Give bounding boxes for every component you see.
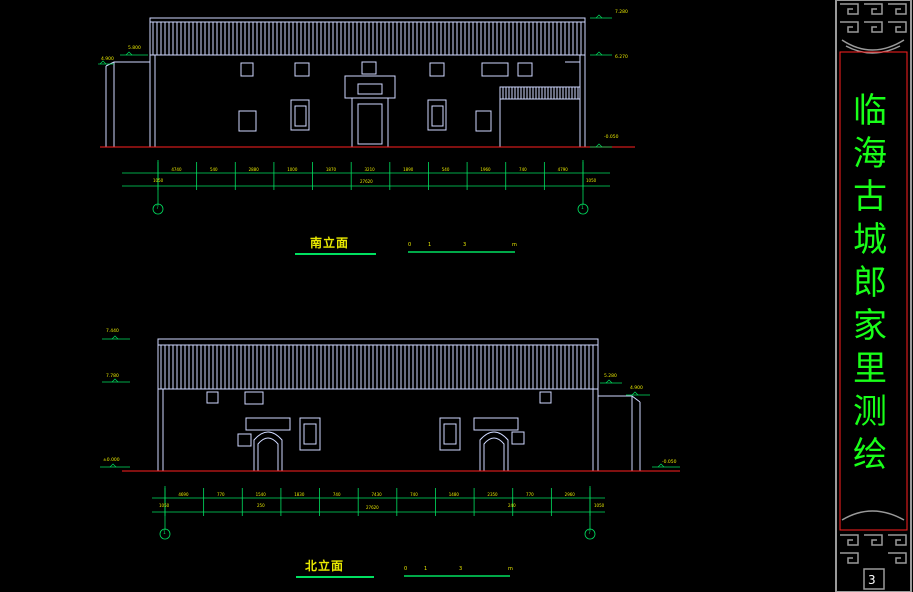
project-title: 临海古城郎家里测绘 (845, 90, 895, 477)
north-level-right-1: 4.900 (630, 386, 643, 391)
dimension-label: 540 (441, 167, 450, 172)
south-scale-label-m: m (512, 242, 517, 248)
south-dim-bottom-0: 1050 (153, 178, 164, 183)
north-scale-label-3: 3 (459, 566, 463, 572)
north-level-left-1: 7.780 (106, 374, 119, 379)
dimension-label: 770 (526, 492, 534, 497)
north-dim-bottom-3: 240 (508, 503, 516, 508)
dimension-label: 4690 (178, 492, 189, 497)
dimension-label: 540 (209, 167, 218, 172)
dimension-label: 4740 (171, 167, 182, 172)
page-number: 3 (868, 573, 876, 587)
dimension-label: 1890 (403, 167, 414, 172)
south-axis-left: 7 (156, 206, 159, 211)
fret-pattern-top (840, 3, 907, 54)
north-axis-right: 7 (588, 531, 591, 536)
dimension-label: 1870 (325, 167, 337, 172)
south-axis-right: 1 (581, 206, 584, 211)
project-title-char: 里 (853, 349, 887, 389)
south-scale-label-1: 1 (428, 242, 432, 248)
dimension-label: 3210 (364, 167, 375, 172)
cad-drawing-canvas (98, 14, 680, 578)
dimension-label: 2960 (564, 492, 575, 497)
dimension-label: 740 (519, 167, 527, 172)
project-title-char: 海 (853, 134, 887, 174)
dimension-label: 4790 (557, 167, 568, 172)
south-elevation-title: 南立面 (310, 236, 350, 250)
dimension-label: 1480 (448, 492, 459, 497)
dimension-label: 2350 (487, 492, 498, 497)
dimension-label: 1960 (480, 167, 491, 172)
dimension-label: 770 (216, 492, 225, 497)
south-level-left-0: 4.900 (101, 57, 114, 62)
south-level-right-0: 7.280 (615, 10, 628, 15)
north-scale-label-1: 1 (424, 566, 428, 572)
north-dimension-lines (152, 486, 605, 540)
dimension-label: 740 (332, 492, 341, 497)
north-level-right-0: 5.280 (604, 374, 617, 379)
north-dim-bottom-4: 1050 (594, 503, 605, 508)
south-scale-label-3: 3 (463, 242, 467, 248)
project-title-char: 古 (853, 177, 887, 217)
north-scale-label-m: m (508, 566, 513, 572)
north-axis-left: 1 (163, 531, 166, 536)
project-title-char: 城 (853, 220, 887, 260)
project-title-char: 绘 (853, 435, 887, 475)
dimension-label: 1000 (287, 167, 298, 172)
fret-pattern-bottom (840, 510, 907, 590)
project-title-char: 郎 (853, 263, 887, 303)
south-dim-bottom-2: 1050 (586, 178, 597, 183)
north-level-markers (100, 335, 680, 468)
dimension-label: 1540 (255, 492, 266, 497)
south-dimension-lines (122, 160, 610, 215)
project-title-char: 家 (853, 306, 887, 346)
north-dim-bottom-1: 250 (257, 503, 265, 508)
title-border-frame (834, 0, 913, 592)
south-level-markers (98, 14, 612, 148)
dimension-label: 740 (410, 492, 418, 497)
dimension-label: 2880 (248, 167, 259, 172)
south-level-right-2: -0.050 (604, 135, 619, 140)
north-level-right-2: -0.050 (662, 460, 677, 465)
north-level-left-0: 7.440 (106, 329, 119, 334)
dimension-label: 7430 (371, 492, 382, 497)
dimension-label: 1830 (294, 492, 305, 497)
north-dim-bottom-2: 27620 (366, 505, 379, 510)
south-elevation (105, 17, 586, 148)
north-scale-label-0: 0 (404, 566, 408, 572)
north-elevation-title: 北立面 (305, 559, 345, 573)
south-level-left-1: 5.800 (128, 46, 141, 51)
south-level-right-1: 6.270 (615, 55, 628, 60)
south-scale-label-0: 0 (408, 242, 412, 248)
north-elevation (157, 338, 641, 471)
north-dim-bottom-0: 1050 (159, 503, 170, 508)
project-title-char: 临 (853, 91, 887, 131)
project-title-char: 测 (853, 392, 887, 432)
south-dim-bottom-1: 27620 (360, 179, 373, 184)
north-level-left-2: ±0.000 (103, 458, 120, 463)
